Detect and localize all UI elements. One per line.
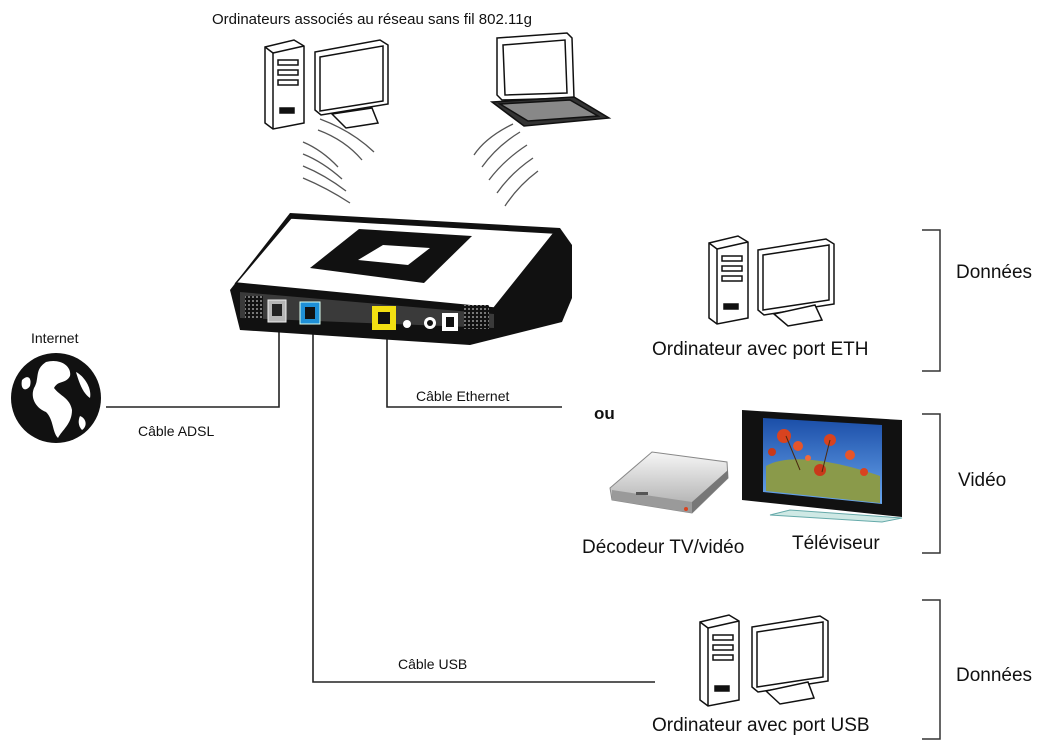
wireless-laptop-icon [489, 32, 612, 127]
bracket-video [922, 413, 941, 554]
usb-cable-label: Câble USB [398, 656, 468, 672]
internet-label: Internet [31, 330, 79, 346]
wireless-network-title: Ordinateurs associés au réseau sans fil … [212, 11, 532, 28]
category-data-2-label: Données [956, 665, 1033, 686]
wireless-monitor-icon [314, 39, 389, 129]
category-data-1-label: Données [956, 262, 1033, 283]
usb-computer-tower-icon [699, 614, 740, 707]
cables [106, 316, 655, 683]
usb-computer-monitor-icon [751, 615, 829, 705]
eth-computer-label: Ordinateur avec port ETH [652, 339, 869, 360]
tv-decoder-icon [609, 451, 729, 514]
bracket-data-1 [922, 229, 941, 372]
decoder-label: Décodeur TV/vidéo [582, 537, 745, 558]
bracket-data-2 [922, 599, 941, 740]
ethernet-cable-label: Câble Ethernet [416, 388, 510, 404]
eth-computer-tower-icon [708, 235, 749, 325]
internet-globe-icon [11, 353, 101, 443]
wifi-waves-left-icon [302, 118, 375, 204]
wifi-waves-right-icon [473, 123, 539, 207]
category-brackets [922, 229, 941, 740]
ethernet-cable [386, 320, 562, 408]
or-label: ou [594, 404, 615, 423]
tv-label: Téléviseur [792, 533, 880, 554]
adsl-cable [106, 316, 280, 408]
eth-computer-monitor-icon [757, 238, 835, 327]
television-icon [742, 410, 903, 523]
usb-cable [312, 320, 655, 683]
category-video-label: Vidéo [958, 470, 1007, 491]
adsl-cable-label: Câble ADSL [138, 423, 215, 439]
usb-computer-label: Ordinateur avec port USB [652, 715, 870, 736]
wireless-desktop-tower-icon [264, 39, 305, 130]
adsl-router-icon [230, 213, 572, 345]
